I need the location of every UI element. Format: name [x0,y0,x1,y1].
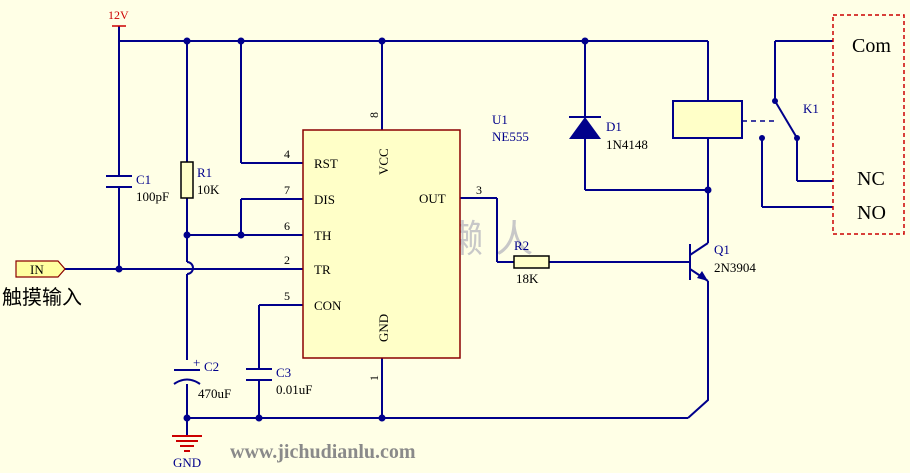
r2-value: 18K [516,271,539,286]
k1-ref: K1 [803,101,819,116]
terminal-com: Com [852,35,891,57]
c2-ref: C2 [204,359,219,374]
pin-dis-name: DIS [314,192,335,207]
r1-value: 10K [197,182,220,197]
c1-value: 100pF [136,189,169,204]
ic-u1: U1 NE555 RST 4 DIS 7 TH 6 TR 2 CON 5 OUT… [284,112,529,381]
input-port: IN [15,260,66,278]
website-text: www.jichudianlu.com [230,441,416,463]
vcc-power-port: 12V [108,8,129,27]
r1-ref: R1 [197,165,212,180]
pin-gnd-num: 1 [367,375,381,381]
resistor-r1: R1 10K [180,161,220,199]
c1-ref: C1 [136,172,151,187]
pin-tr-num: 2 [284,253,290,267]
resistor-r2: R2 18K [513,238,550,286]
d1-value: 1N4148 [606,137,648,152]
c2-value: 470uF [198,386,231,401]
wires [64,26,833,419]
pin-rst-num: 4 [284,147,290,161]
ic-ref: U1 [492,112,508,127]
relay-k1: K1 [672,100,819,139]
vcc-label: 12V [108,8,129,22]
d1-ref: D1 [606,119,622,134]
diode-d1: D1 1N4148 [569,116,648,152]
c3-ref: C3 [276,365,291,380]
q1-value: 2N3904 [714,260,756,275]
junction-dots [115,37,800,422]
c3-value: 0.01uF [276,382,312,397]
ground-symbol: GND [172,418,202,470]
pin-th-name: TH [314,228,331,243]
ic-part: NE555 [492,129,529,144]
pin-dis-num: 7 [284,183,290,197]
pin-vcc-num: 8 [367,112,381,118]
input-caption: 触摸输入 [2,285,82,309]
pin-con-name: CON [314,298,342,313]
pin-vcc-name: VCC [376,148,391,175]
capacitor-c1: C1 100pF [106,172,169,204]
c2-plus-sign: + [193,355,200,370]
pin-out-name: OUT [419,191,446,206]
capacitor-c2: + C2 470uF [173,355,231,401]
pin-rst-name: RST [314,156,338,171]
pin-gnd-name: GND [376,314,391,342]
capacitor-c3: C3 0.01uF [246,365,312,397]
q1-ref: Q1 [714,242,730,257]
terminal-no: NO [857,202,886,224]
pin-tr-name: TR [314,262,331,277]
pin-out-num: 3 [476,183,482,197]
relay-terminal-box [832,14,905,235]
transistor-q1: Q1 2N3904 [689,242,756,282]
terminal-nc: NC [857,168,885,190]
pin-th-num: 6 [284,219,290,233]
r2-ref: R2 [514,238,529,253]
input-port-label: IN [30,262,44,277]
gnd-label: GND [173,455,201,470]
pin-con-num: 5 [284,289,290,303]
